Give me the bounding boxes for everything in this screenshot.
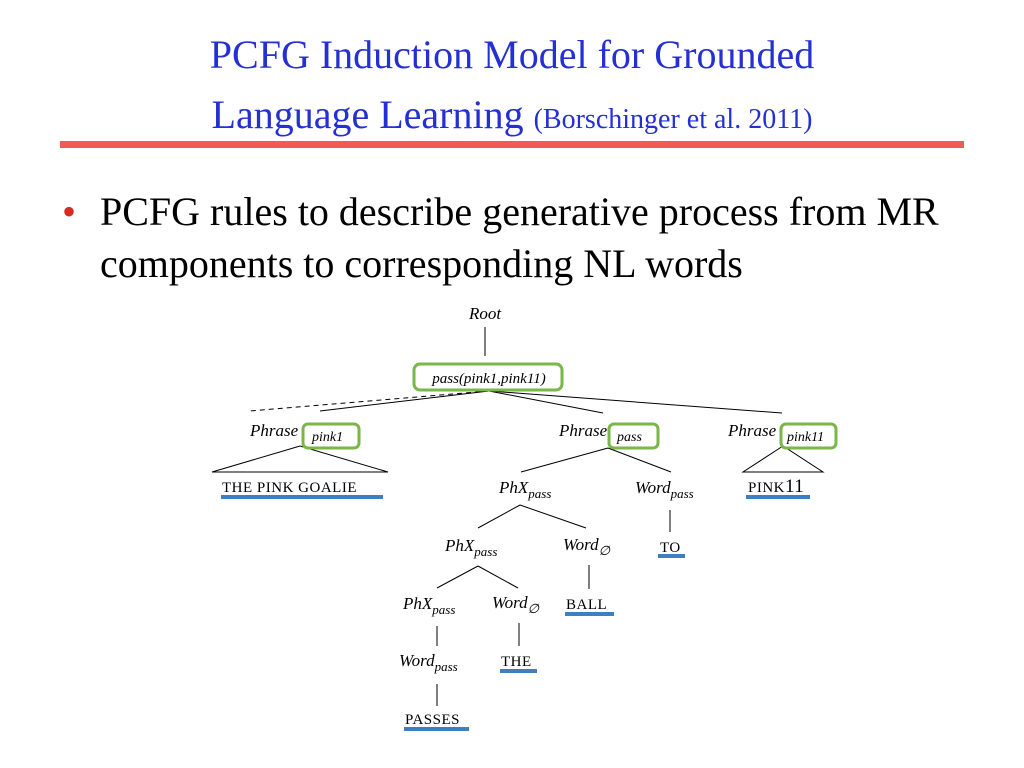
slide-title-line-1: PCFG Induction Model for Grounded [0, 32, 1024, 78]
leaf-the: THE [501, 654, 532, 670]
mr-highlight-boxes [301, 362, 838, 450]
label-pink1: pink1 [311, 430, 343, 445]
title-text-1: PCFG Induction Model for Grounded [209, 32, 815, 77]
slide-title-line-2: Language Learning (Borschinger et al. 20… [0, 92, 1024, 143]
label-pass: pass [616, 430, 642, 445]
node-word-pass-1: Wordpass [635, 478, 694, 501]
node-phrase-middle: Phrase [558, 421, 608, 440]
leaf-ball: BALL [566, 597, 607, 613]
node-mr-pass: pass(pink1,pink11) [431, 371, 545, 387]
node-word-empty-2: Word∅ [492, 593, 540, 616]
node-root: Root [468, 304, 502, 323]
bullet-point: • PCFG rules to describe generative proc… [62, 186, 992, 290]
title-divider [60, 141, 964, 148]
node-phx-pass-3: PhXpass [402, 594, 455, 617]
node-word-pass-2: Wordpass [399, 651, 458, 674]
leaf-pink-number: 11 [785, 476, 804, 497]
label-pink11: pink11 [786, 430, 824, 445]
node-phrase-left: Phrase [249, 421, 299, 440]
citation: (Borschinger et al. 2011) [533, 104, 813, 135]
node-phrase-right: Phrase [727, 421, 777, 440]
node-phx-pass-1: PhXpass [498, 478, 551, 501]
bullet-text: PCFG rules to describe generative proces… [100, 189, 939, 286]
leaf-the-pink-goalie: THE PINK GOALIE [222, 480, 357, 496]
bullet-icon: • [62, 189, 77, 234]
leaf-passes: PASSES [405, 712, 460, 728]
title-text-2: Language Learning [211, 92, 524, 137]
tree-edges [211, 327, 825, 706]
leaf-pink: PINK11 [748, 476, 804, 497]
node-phx-pass-2: PhXpass [444, 536, 497, 559]
node-word-empty-1: Word∅ [563, 535, 611, 558]
word-underlines [221, 495, 810, 731]
leaf-to: TO [660, 540, 681, 556]
leaf-pink-word: PINK [748, 480, 785, 496]
